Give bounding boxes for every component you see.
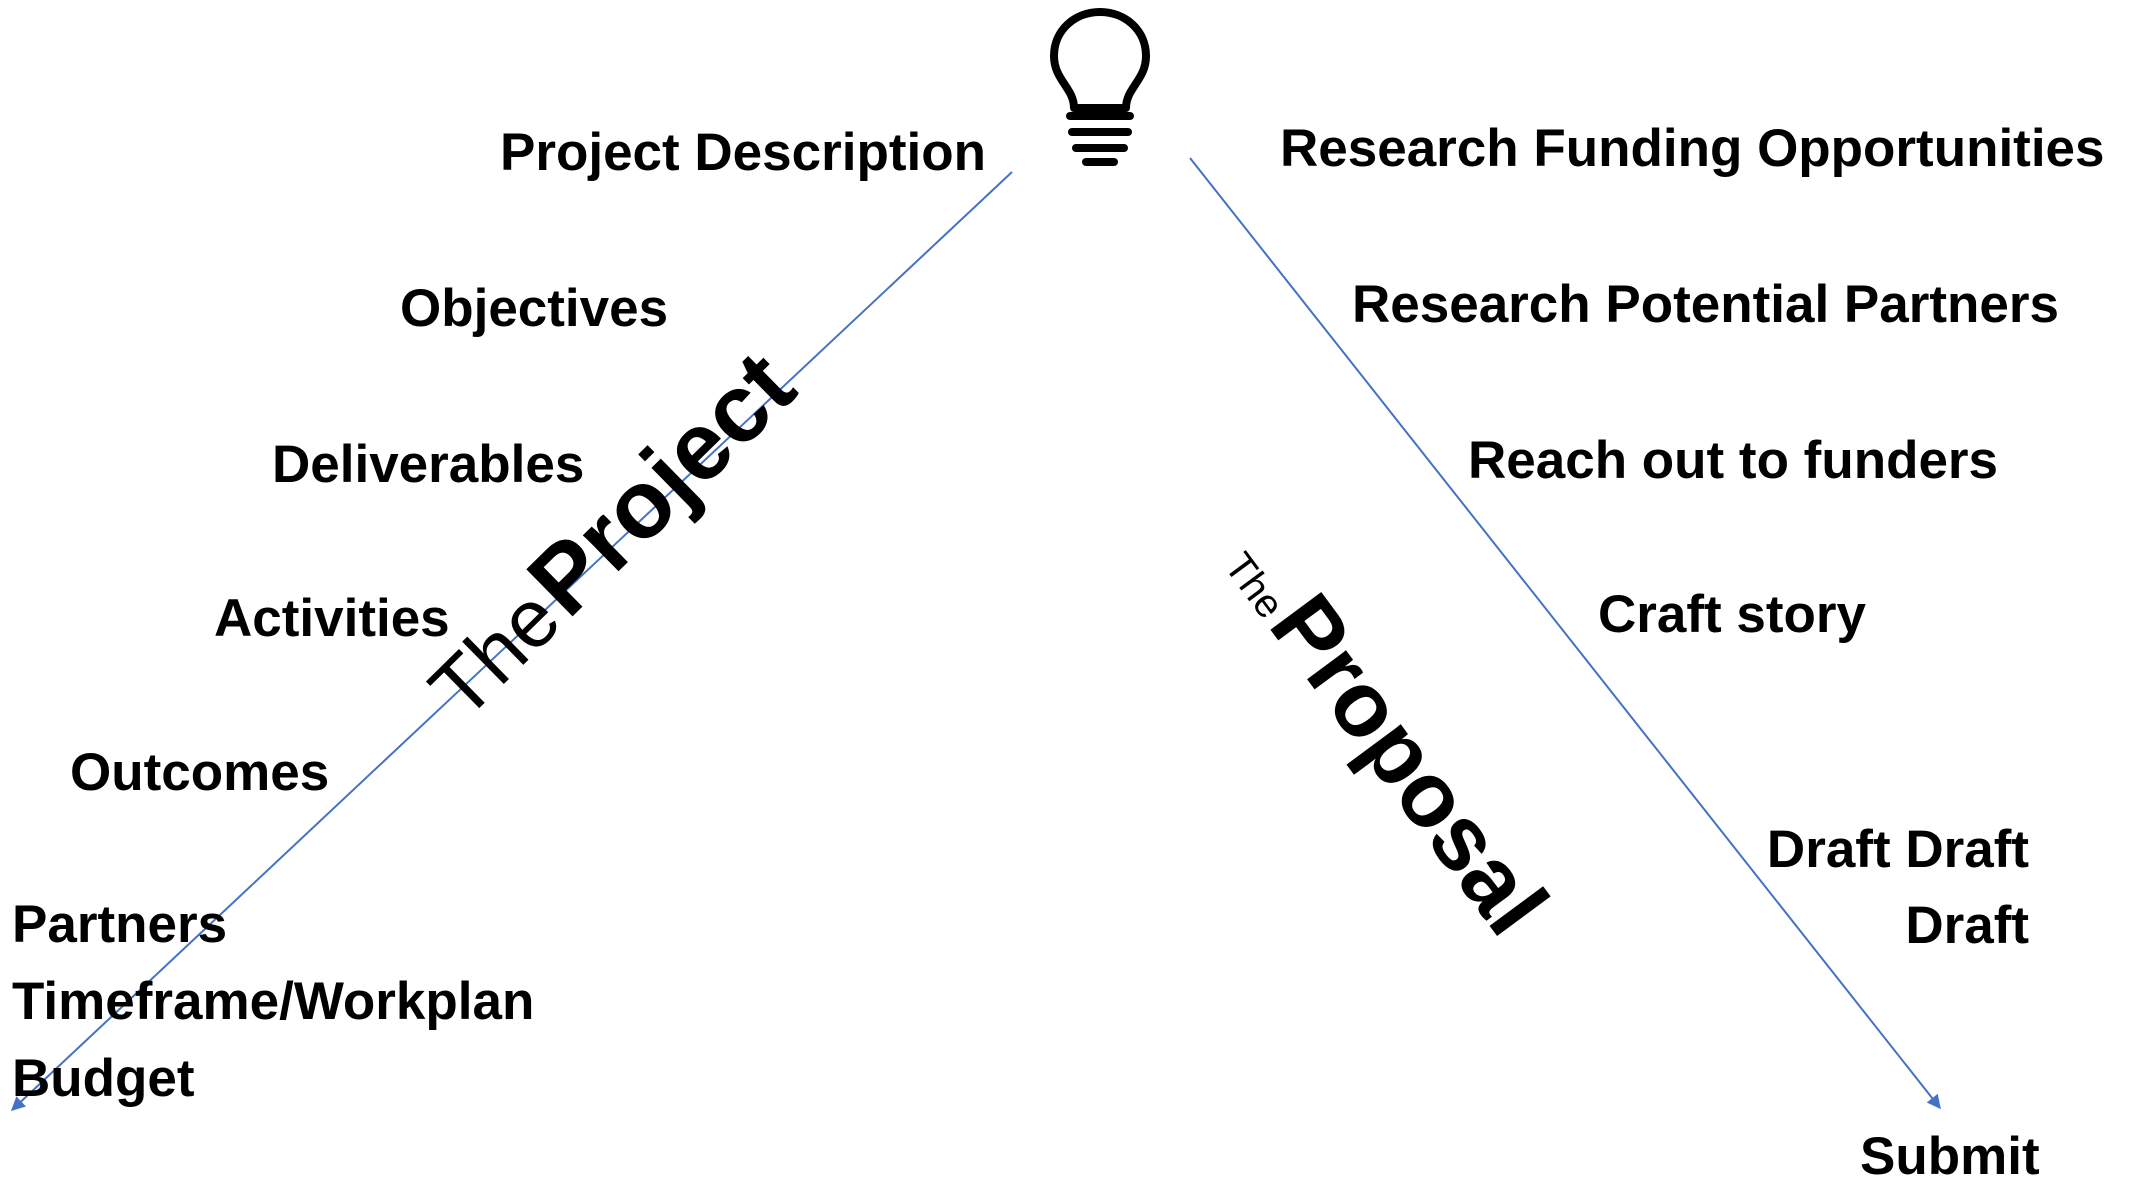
project-item-objectives: Objectives [400, 279, 669, 338]
proposal-item-drafts: Draft Draft Draft [1767, 812, 2029, 964]
project-item-description: Project Description [500, 123, 986, 182]
project-item-outcomes: Outcomes [70, 743, 330, 802]
project-item-deliverables: Deliverables [272, 435, 585, 494]
proposal-branch-arrow [1189, 157, 1941, 1110]
project-item-partners: Partners [12, 895, 228, 954]
proposal-draft-line-2: Draft [1905, 896, 2029, 955]
lightbulb-icon [1050, 8, 1150, 166]
proposal-item-submit: Submit [1860, 1127, 2040, 1186]
project-final-items: Partners Timeframe/Workplan Budget [12, 886, 534, 1117]
proposal-item-potential-partners: Research Potential Partners [1352, 275, 2059, 334]
proposal-item-craft-story: Craft story [1598, 585, 1867, 644]
project-branch-arrow [10, 171, 1013, 1111]
project-item-activities: Activities [214, 589, 450, 648]
project-item-budget: Budget [12, 1049, 195, 1108]
proposal-draft-line-1: Draft Draft [1766, 820, 2029, 879]
proposal-item-reach-out: Reach out to funders [1468, 431, 1999, 490]
project-item-timeframe: Timeframe/Workplan [12, 972, 535, 1031]
proposal-item-funding-opportunities: Research Funding Opportunities [1280, 119, 2105, 178]
